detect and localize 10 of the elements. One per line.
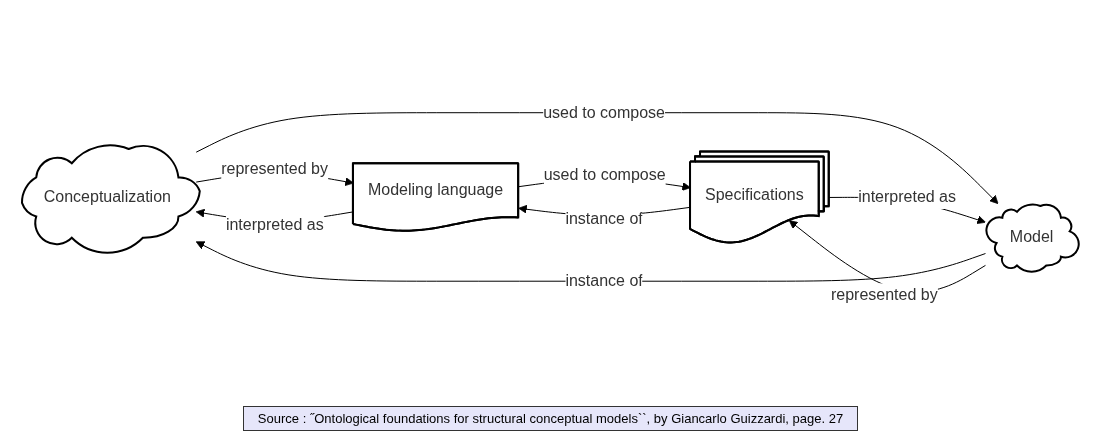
source-caption: Source : ˝Ontological foundations for structural conceptual models``, by Giancarlo Guizzardi, page. 27 [242,406,859,431]
edge-label: instance of [565,209,643,227]
edge-label: used to compose [543,166,666,184]
arrow [195,241,987,282]
edge-label: represented by [831,286,938,304]
edge-label: interpreted as [858,187,957,205]
edge-label: interpreted as [226,215,324,233]
edge-label: instance of [565,272,643,290]
edge-label: represented by [221,159,329,177]
edge-label: used to compose [543,103,666,121]
